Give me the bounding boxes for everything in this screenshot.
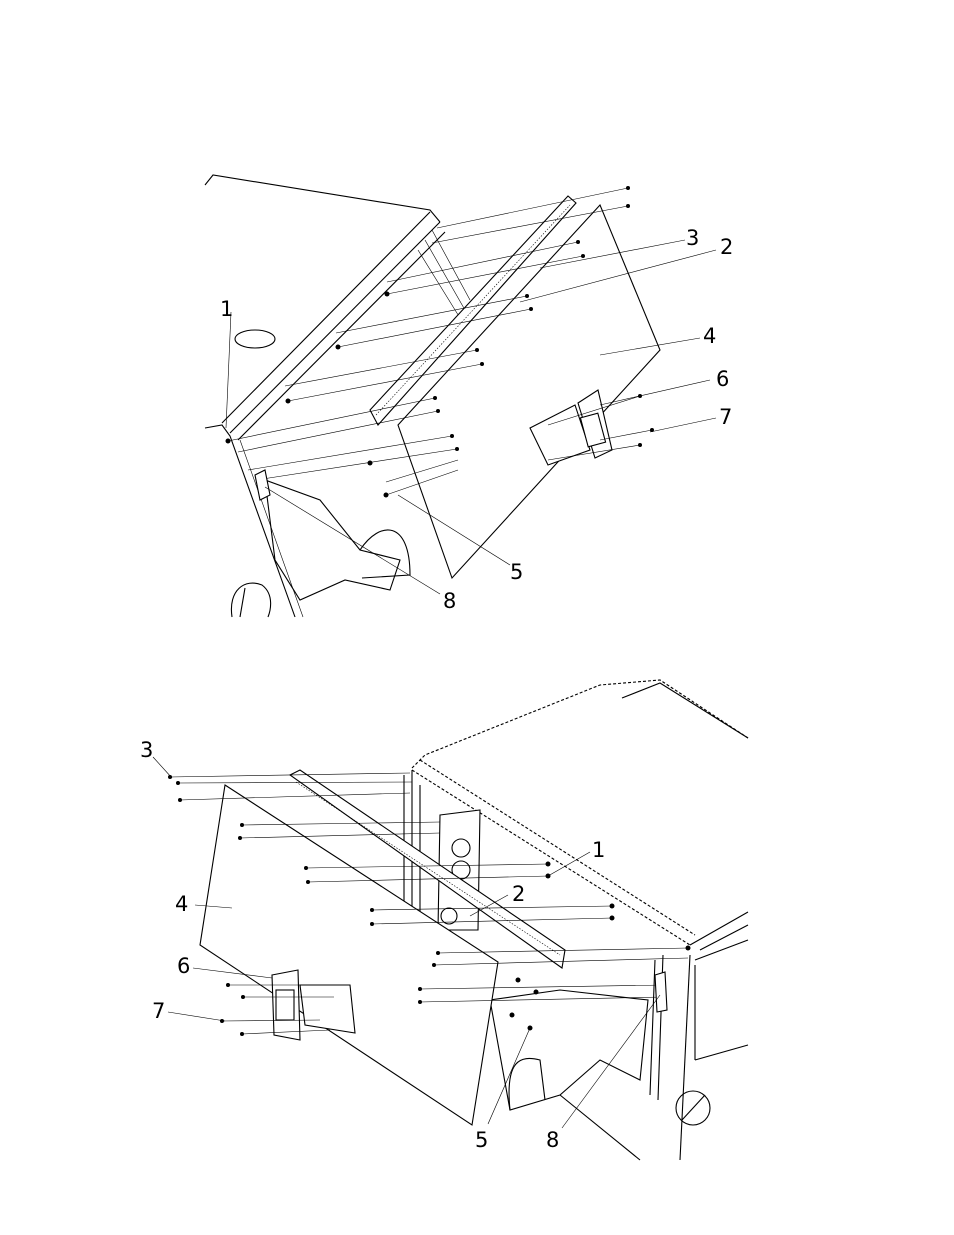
- top-callout-5: 5: [510, 560, 523, 584]
- bottom-callout-1: 1: [592, 838, 605, 862]
- bottom-callout-3: 3: [140, 738, 153, 762]
- top-callout-4: 4: [703, 324, 716, 348]
- top-callout-2: 2: [720, 235, 733, 259]
- top-callout-7: 7: [719, 405, 732, 429]
- top-lower-structure: [265, 480, 400, 600]
- top-oval-opening: [235, 330, 275, 348]
- bottom-callout-4: 4: [175, 892, 188, 916]
- top-round-port: [231, 583, 270, 617]
- bottom-callout-8: 8: [546, 1128, 559, 1152]
- top-view: 1 2 3 4 5 6 7 8: [205, 175, 733, 617]
- top-cabinet-frame-rail: [222, 212, 445, 440]
- bottom-callout-6: 6: [177, 954, 190, 978]
- bottom-view: 1 2 3 4 5 6 7 8: [140, 680, 748, 1160]
- bottom-callout-5: 5: [475, 1128, 488, 1152]
- bottom-cabinet-top-edge: [412, 680, 748, 768]
- bottom-callout-2: 2: [512, 882, 525, 906]
- bottom-lower-structure: [490, 990, 648, 1110]
- bottom-hinge-bracket: [655, 972, 667, 1012]
- bottom-right-panel: [695, 940, 748, 1060]
- top-callout-6: 6: [716, 367, 729, 391]
- top-callout-3: 3: [686, 226, 699, 250]
- top-callout-1: 1: [220, 297, 233, 321]
- top-hinge-bracket: [255, 470, 270, 500]
- top-cabinet-top-edge: [205, 175, 440, 222]
- top-cabinet-side-edge: [205, 425, 295, 617]
- bottom-cabinet-right-edge: [690, 912, 748, 950]
- top-callout-8: 8: [443, 589, 456, 613]
- bottom-callout-7: 7: [152, 999, 165, 1023]
